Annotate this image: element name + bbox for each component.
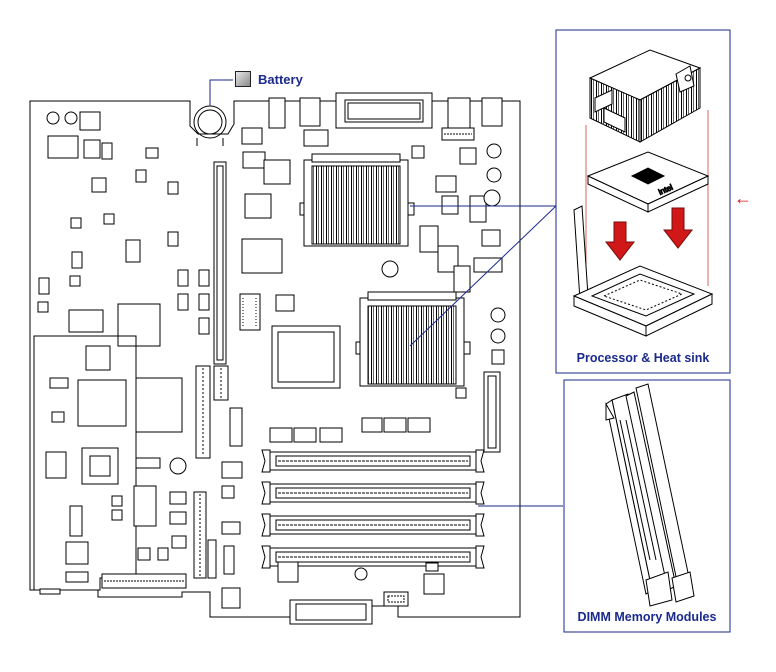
battery: [193, 79, 233, 146]
processor-chip-illustration: intel: [586, 151, 710, 213]
callout-lines: [409, 205, 563, 507]
socket-illustration: [572, 205, 714, 337]
down-arrow-icon: [604, 207, 694, 261]
heatsink-illustration: [588, 49, 702, 143]
dimm-inset: [563, 379, 731, 633]
bottom-connectors: [101, 561, 445, 625]
battery-swatch-icon: [235, 71, 251, 87]
dimm-memory-modules-label: DIMM Memory Modules: [577, 610, 717, 624]
left-components: [37, 111, 210, 347]
cpu-heatsink-2: [355, 291, 471, 387]
dimm-area-chips: [269, 417, 431, 443]
dimm-module-illustration: [605, 383, 695, 607]
dimm-slot: [261, 449, 485, 473]
dimm-slot: [261, 513, 485, 537]
processor-heat-sink-label: Processor & Heat sink: [576, 351, 710, 365]
processor-inset: intel: [555, 29, 731, 374]
left-subboard: [33, 335, 243, 595]
dimm-slot: [261, 545, 485, 569]
battery-label: Battery: [258, 72, 303, 87]
dimm-slots: [261, 449, 485, 569]
dimm-slot: [261, 481, 485, 505]
left-arrow-icon: ←: [734, 188, 752, 208]
cpu-heatsink-1: [299, 153, 415, 247]
expansion-slots: [193, 161, 243, 579]
io-connectors: [268, 92, 503, 141]
chipset: [239, 127, 506, 453]
